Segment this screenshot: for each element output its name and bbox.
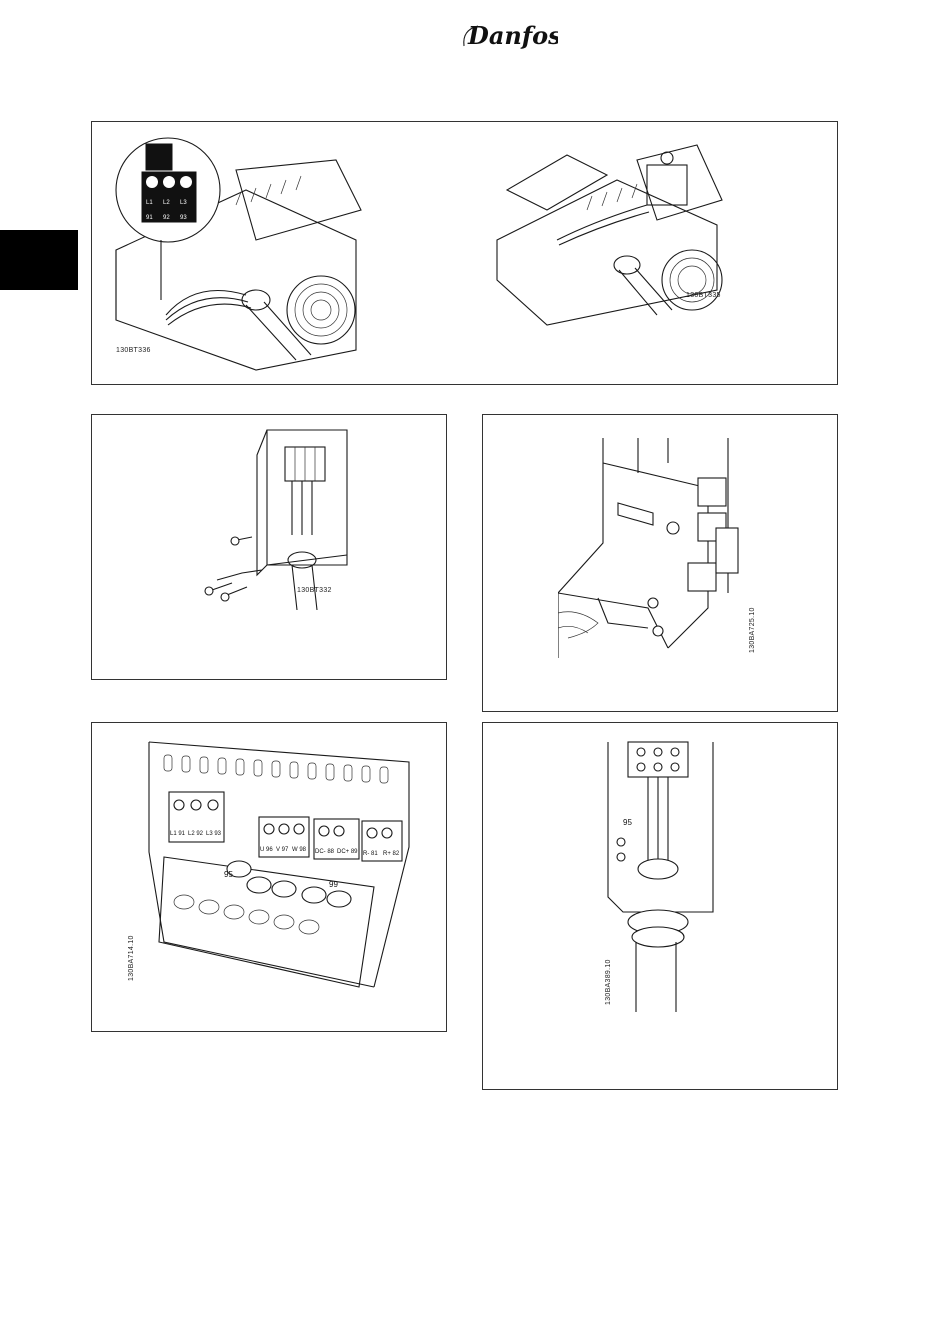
svg-text:L1 91: L1 91	[170, 831, 186, 837]
figure-frame-mid-left: 130BT332	[91, 414, 447, 680]
svg-text:95: 95	[623, 818, 632, 827]
svg-text:L2 92: L2 92	[188, 831, 204, 837]
danfoss-logo: Danfoss	[458, 18, 558, 54]
svg-text:95: 95	[224, 870, 233, 879]
svg-text:DC- 88: DC- 88	[315, 849, 335, 855]
figure-code: 130BA725.10	[749, 607, 756, 653]
svg-text:R- 81: R- 81	[363, 851, 378, 857]
svg-text:V 97: V 97	[276, 847, 289, 853]
chapter-tab	[0, 230, 78, 290]
logo-text: Danfoss	[467, 21, 558, 50]
svg-text:99: 99	[329, 880, 338, 889]
figure-frame-top: L1 L2 L3 91 92 93 130BT336	[91, 121, 838, 385]
svg-text:U 96: U 96	[260, 847, 273, 853]
figure-frame-mid-right: 130BA725.10	[482, 414, 838, 712]
svg-text:92: 92	[163, 215, 170, 221]
figure-frame-bottom-left: L1 91 L2 92 L3 93 U 96 V 97 W 98 DC- 88 …	[91, 722, 447, 1032]
svg-text:W 98: W 98	[292, 847, 307, 853]
terminal-block-illustration	[558, 433, 758, 658]
svg-text:L2: L2	[163, 200, 170, 206]
motor-terminal-illustration: L1 91 L2 92 L3 93 U 96 V 97 W 98 DC- 88 …	[144, 737, 414, 992]
svg-text:R+ 82: R+ 82	[383, 851, 400, 857]
figure-code: 130BT335	[686, 292, 721, 299]
figure-frame-bottom-right: 95 130BA389.10	[482, 722, 838, 1090]
svg-text:DC+ 89: DC+ 89	[337, 849, 358, 855]
figure-code: 130BT332	[297, 587, 332, 594]
svg-text:91: 91	[146, 215, 153, 221]
svg-text:93: 93	[180, 215, 187, 221]
mains-wiring-illustration-b	[487, 130, 727, 330]
figure-code: 130BT336	[116, 347, 151, 354]
figure-code: 130BA389.10	[605, 959, 612, 1005]
earth-clamp-illustration	[197, 425, 357, 615]
earth-cable-illustration: 95	[603, 737, 723, 1017]
svg-text:L3 93: L3 93	[206, 831, 222, 837]
figure-code: 130BA714.10	[128, 935, 135, 981]
svg-text:L3: L3	[180, 200, 187, 206]
svg-text:L1: L1	[146, 200, 153, 206]
mains-wiring-illustration-a: L1 L2 L3 91 92 93	[106, 130, 376, 375]
